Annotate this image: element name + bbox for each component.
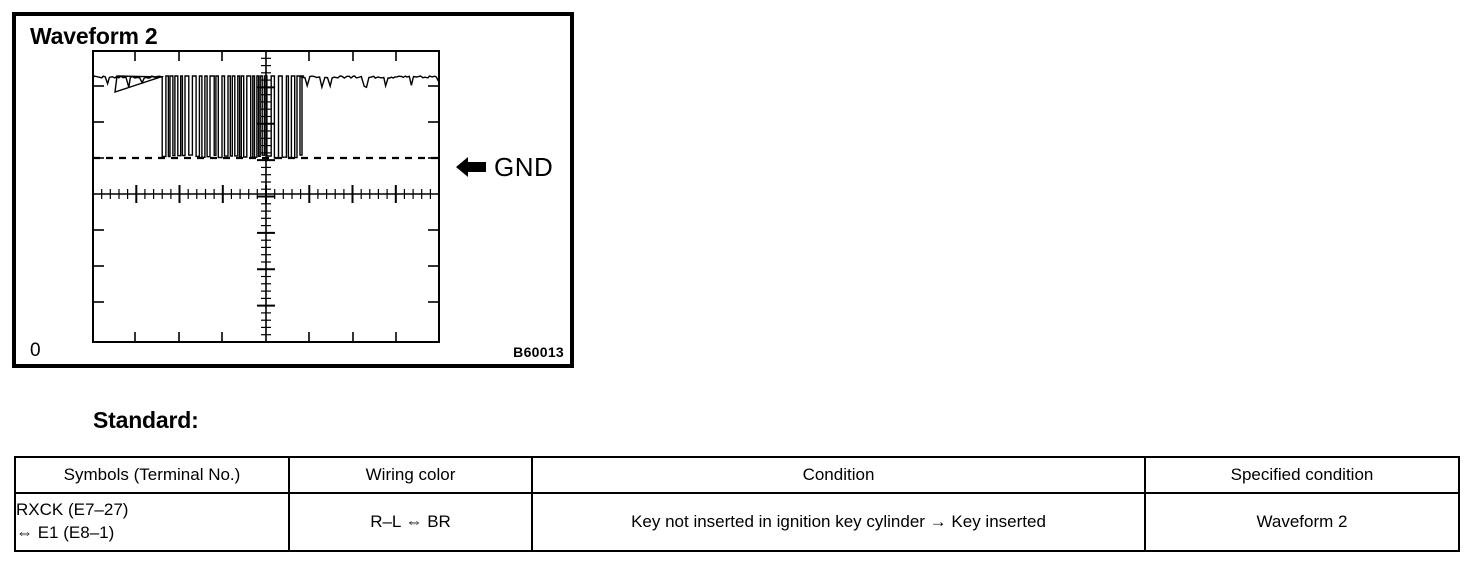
cell-wiring-color: R–L ⇔ BR (288, 492, 533, 552)
waveform-plot (92, 50, 440, 343)
symbols-line-2: ⇔ E1 (E8–1) (16, 523, 115, 542)
standard-heading: Standard: (93, 407, 199, 433)
table-header-specified: Specified condition (1144, 456, 1460, 494)
left-arrow-icon (456, 157, 486, 177)
cell-specified-condition: Waveform 2 (1144, 492, 1460, 552)
waveform-illustration-panel: Waveform 2 (12, 12, 574, 368)
table-row: RXCK (E7–27) ⇔ E1 (E8–1) R–L ⇔ BR Key no… (14, 492, 1460, 552)
origin-label: 0 (30, 340, 41, 361)
table-header-condition: Condition (531, 456, 1146, 494)
waveform-title: Waveform 2 (30, 23, 158, 49)
table-header-wiring: Wiring color (288, 456, 533, 494)
signal-trace (92, 75, 440, 159)
gnd-annotation: GND (456, 154, 553, 180)
table-header-row: Symbols (Terminal No.) Wiring color Cond… (14, 456, 1460, 494)
specification-table: Symbols (Terminal No.) Wiring color Cond… (14, 456, 1460, 552)
symbols-line-1: RXCK (E7–27) (16, 500, 129, 520)
oscilloscope-grid (92, 50, 440, 343)
horizontal-axis-minor-ticks (101, 185, 431, 203)
figure-code-label: B60013 (513, 344, 564, 360)
cell-symbols: RXCK (E7–27) ⇔ E1 (E8–1) (14, 492, 290, 552)
frame-major-ticks-horizontal (134, 51, 397, 342)
frame-major-ticks (93, 85, 439, 303)
cell-condition: Key not inserted in ignition key cylinde… (531, 492, 1146, 552)
gnd-label: GND (494, 152, 554, 182)
table-header-symbols: Symbols (Terminal No.) (14, 456, 290, 494)
